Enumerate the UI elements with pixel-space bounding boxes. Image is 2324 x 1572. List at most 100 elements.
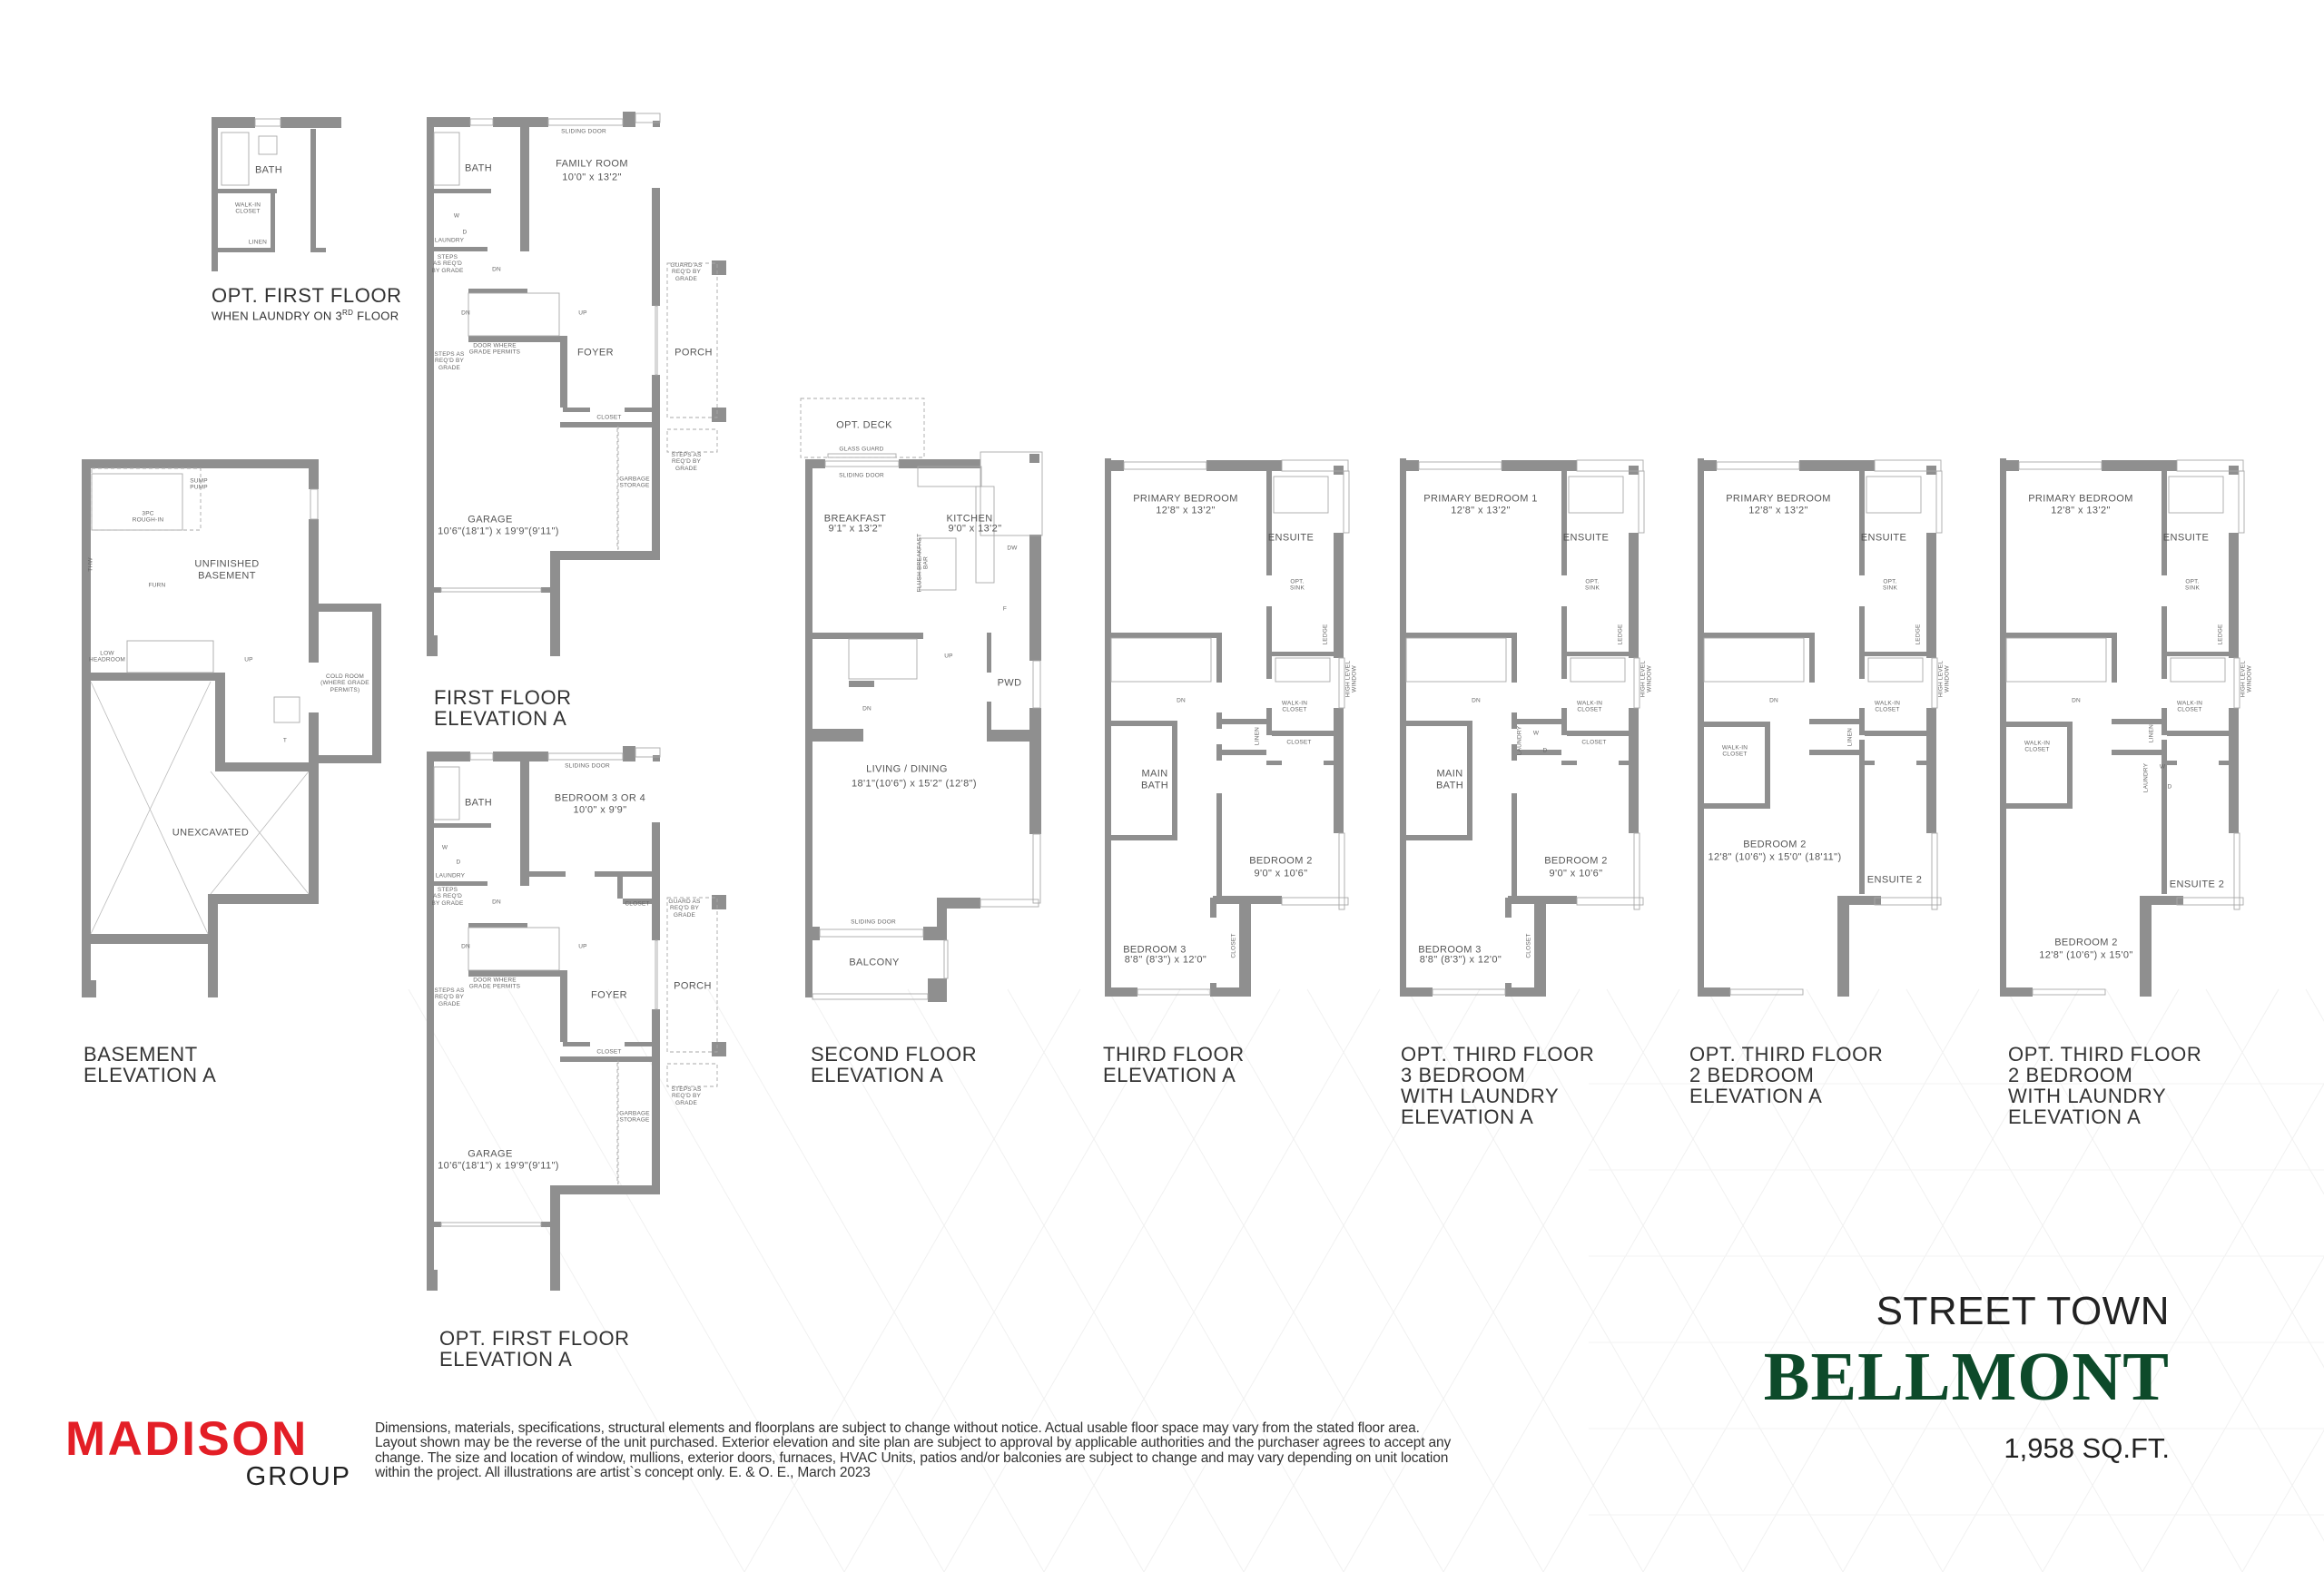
wall (1512, 712, 1517, 729)
wall (1512, 633, 1517, 683)
triangle-pattern-background (408, 988, 2324, 1572)
wall (1216, 712, 1222, 729)
pattern-line (1343, 988, 1680, 1572)
wall (623, 746, 635, 761)
wall (2000, 722, 2073, 727)
wall (560, 336, 567, 408)
window-frame (433, 766, 460, 820)
room-label: OPT. SINK (1585, 578, 1600, 592)
room-label: W (441, 844, 448, 851)
wall (849, 681, 874, 687)
subtitle-tail: FLOOR (353, 309, 399, 323)
room-label: UP (244, 656, 253, 663)
room-label: WALK-IN CLOSET (1281, 700, 1308, 713)
window-frame (469, 752, 494, 761)
window-frame (1931, 832, 1938, 910)
window-frame (1110, 637, 1212, 683)
wall (309, 519, 319, 663)
room-label: BEDROOM 2 (2054, 937, 2118, 948)
wall (218, 248, 275, 252)
room-label: KITCHEN (946, 513, 993, 525)
pattern-line (1942, 988, 2280, 1572)
room-label: D (456, 859, 461, 866)
room-label: DN (461, 943, 470, 950)
room-label: BATH (254, 164, 283, 176)
wall (2162, 606, 2167, 654)
room-label: OPT. DECK (836, 419, 892, 431)
wall (2140, 896, 2183, 905)
wall (625, 1042, 652, 1046)
pattern-line (607, 988, 945, 1572)
pattern-line (1905, 988, 2243, 1572)
wall (805, 633, 923, 639)
wall (899, 459, 980, 468)
wall (427, 1222, 441, 1227)
wall (427, 189, 491, 193)
plan-second-floor (800, 398, 1043, 1002)
window-frame (824, 460, 900, 467)
room-label: DW (1007, 545, 1018, 552)
wall (1561, 470, 1567, 575)
room-label: W (1532, 730, 1540, 737)
wall (1266, 606, 1272, 654)
title-line: ELEVATION A (1689, 1085, 1823, 1107)
wall (1272, 652, 1344, 656)
window-frame (547, 752, 624, 761)
wall (310, 248, 326, 252)
wall (82, 459, 319, 468)
window-frame (1867, 657, 1924, 683)
room-label: 3PC ROUGH-IN (132, 510, 164, 524)
wall (1698, 987, 1730, 997)
pattern-line (2042, 1083, 2324, 1572)
room-label: STEPS AS REQ'D BY GRADE (434, 987, 465, 1007)
wall (1837, 896, 1881, 905)
room-label: DN (461, 309, 470, 317)
plan-line (90, 681, 212, 935)
pattern-line (1043, 988, 1381, 1572)
wall (1926, 466, 1936, 475)
room-label: D (462, 229, 468, 236)
wall (468, 970, 567, 977)
room-label: DN (492, 899, 501, 906)
wall (82, 980, 96, 997)
pattern-line (1542, 988, 1880, 1572)
wall (560, 1185, 660, 1194)
pattern-line (1842, 988, 2180, 1572)
plan-opt-first-floor-laundry-3rd (212, 117, 341, 271)
pattern-line (807, 988, 1145, 1572)
wall (1400, 633, 1517, 638)
room-label: GUARD AS REQ'D BY GRADE (668, 898, 701, 919)
window-frame (1273, 476, 1329, 514)
disclaimer-line: Dimensions, materials, specifications, s… (375, 1420, 1420, 1436)
window-frame (469, 118, 494, 126)
room-label: BALCONY (849, 957, 900, 968)
wall (281, 117, 341, 128)
room-label: PRIMARY BEDROOM (1133, 493, 1238, 505)
room-label: 18'1"(10'6") x 15'2" (12'8") (852, 778, 977, 790)
wall (1334, 533, 1344, 658)
window-frame (258, 135, 278, 155)
plan-title-basement: BASEMENT ELEVATION A (84, 1044, 216, 1086)
room-label: LINEN (2148, 723, 2155, 743)
wall (1216, 744, 1222, 761)
room-label: STEPS AS REQ'D BY GRADE (434, 350, 465, 371)
room-label: F (1002, 605, 1008, 613)
wall (563, 1042, 590, 1046)
window-frame (635, 747, 661, 758)
wall (1809, 719, 1859, 724)
room-label: UP (578, 943, 587, 950)
wall (653, 121, 660, 127)
window-frame (1137, 988, 1211, 996)
wall (1629, 708, 1639, 833)
wall (623, 112, 635, 127)
room-label: CLOSET (596, 414, 622, 421)
window-frame (433, 132, 460, 186)
wall (309, 468, 319, 489)
room-label: BEDROOM 2 (1743, 839, 1807, 850)
room-label: 9'0" x 10'6" (1254, 868, 1308, 879)
wall (712, 895, 726, 909)
room-label: LOW HEADROOM (89, 650, 125, 663)
pattern-line (507, 988, 845, 1572)
window-frame (1275, 657, 1331, 683)
wall (520, 761, 529, 886)
